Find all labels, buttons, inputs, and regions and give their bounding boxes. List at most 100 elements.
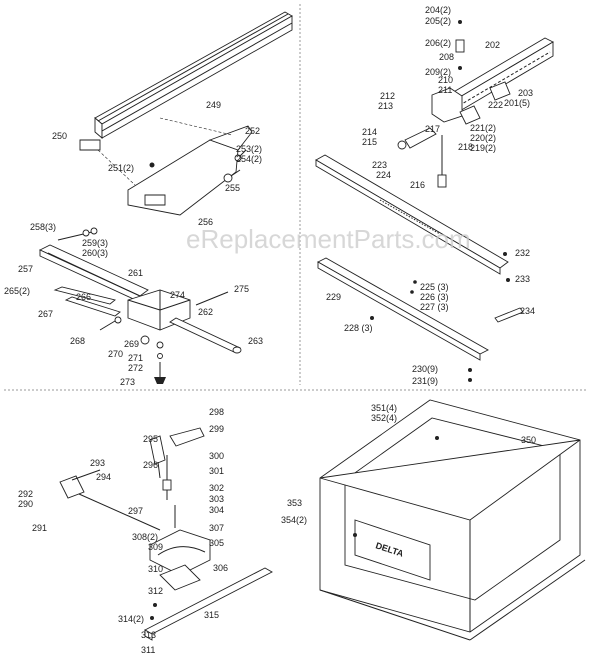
lock-knob-273: [154, 362, 166, 384]
callout-label: 270: [108, 349, 123, 359]
watermark: eReplacementParts.com: [186, 224, 471, 254]
callout-label: 304: [209, 505, 224, 515]
callout-label: 306: [213, 563, 228, 573]
callout-label: 221(2): [470, 123, 496, 133]
callout-label: 312: [148, 586, 163, 596]
bracket-210-213: [431, 81, 511, 125]
callout-label: 202: [485, 40, 500, 50]
callout-label: 352(4): [371, 413, 397, 423]
callout-label: 300: [209, 451, 224, 461]
callout-label: 296: [143, 460, 158, 470]
cabinet-350: [319, 399, 586, 641]
callout-label: 201(5): [504, 98, 530, 108]
callout-label: 203: [518, 88, 533, 98]
callout-label: 257: [18, 264, 33, 274]
callout-label: 213: [378, 101, 393, 111]
callout-label: 252: [245, 126, 260, 136]
callout-label: 206(2): [425, 38, 451, 48]
fence-knob-255: [223, 169, 241, 183]
callout-label: 260(3): [82, 248, 108, 258]
callout-label: 204(2): [425, 5, 451, 15]
callout-label: 211: [438, 85, 452, 95]
callout-label: 225 (3): [420, 282, 449, 292]
callout-label: 228 (3): [344, 323, 373, 333]
callout-label: 217: [425, 124, 440, 134]
callout-label: 299: [209, 424, 224, 434]
callout-label: 267: [38, 309, 53, 319]
callout-label: 224: [376, 170, 391, 180]
callout-label: 262: [198, 307, 213, 317]
pins-300-304: [162, 455, 176, 528]
callout-label: 261: [128, 268, 143, 278]
callout-label: 353: [287, 498, 302, 508]
callout-label: 350: [521, 435, 536, 445]
callout-label: 234: [520, 306, 535, 316]
callout-label: 263: [248, 336, 263, 346]
callout-label: 258(3): [30, 222, 56, 232]
callout-label: 259(3): [82, 238, 108, 248]
callout-label: 222: [488, 100, 503, 110]
callout-label: 297: [128, 506, 143, 516]
callout-label: 309: [148, 542, 163, 552]
callout-label: 269: [124, 339, 139, 349]
callout-label: 291: [32, 523, 47, 533]
rod-275: [195, 291, 229, 306]
callout-label: 226 (3): [420, 292, 449, 302]
callout-label: 223: [372, 160, 387, 170]
callout-label: 216: [410, 180, 425, 190]
callout-label: 230(9): [412, 364, 438, 374]
callout-labels: 249250251(2)252253(2)254(2)255256258(3)2…: [4, 5, 536, 655]
callout-label: 215: [362, 137, 377, 147]
lower-rail-229: [317, 257, 489, 361]
callout-label: 273: [120, 377, 135, 387]
callout-label: 313: [141, 630, 156, 640]
callout-label: 266: [76, 292, 91, 302]
callout-label: 290: [18, 499, 33, 509]
callout-label: 255: [225, 183, 240, 193]
washers-269-272: [140, 335, 164, 359]
front-rail-257-261: [38, 244, 149, 303]
callout-label: 218: [458, 142, 473, 152]
miter-body-305-309: [149, 529, 211, 576]
callout-label: 229: [326, 292, 341, 302]
callout-label: 301: [209, 466, 224, 476]
fence-base-plate-256: [97, 117, 253, 216]
callout-label: 315: [204, 610, 219, 620]
callout-label: 254(2): [236, 154, 262, 164]
callout-label: 308(2): [132, 532, 158, 542]
handle-295: [149, 435, 166, 479]
cabinet-screws-351-354: [353, 436, 439, 537]
callout-label: 298: [209, 407, 224, 417]
callout-label: 210: [438, 75, 453, 85]
callout-label: 251(2): [108, 163, 134, 173]
callout-label: 249: [206, 100, 221, 110]
callout-label: 310: [148, 564, 163, 574]
callout-label: 275: [234, 284, 249, 294]
callout-label: 205(2): [425, 16, 451, 26]
callout-label: 305: [209, 538, 224, 548]
miter-bar-291: [59, 469, 161, 531]
callout-label: 265(2): [4, 286, 30, 296]
callout-label: 232: [515, 248, 530, 258]
fence-rail-249: [79, 11, 293, 151]
screws-204-209: [455, 20, 465, 70]
callout-label: 250: [52, 131, 67, 141]
lever-214-217: [397, 127, 437, 150]
slide-bar-311-315: [144, 567, 273, 641]
callout-label: 272: [128, 363, 143, 373]
handle-268: [99, 316, 122, 331]
callout-label: 231(9): [412, 376, 438, 386]
rod-216: [437, 135, 447, 188]
callout-label: 212: [380, 91, 395, 101]
callout-label: 292: [18, 489, 33, 499]
callout-label: 293: [90, 458, 105, 468]
callout-label: 227 (3): [420, 302, 449, 312]
callout-label: 219(2): [470, 143, 496, 153]
callout-label: 351(4): [371, 403, 397, 413]
callout-label: 303: [209, 494, 224, 504]
callout-label: 208: [439, 52, 454, 62]
callout-label: 268: [70, 336, 85, 346]
callout-label: 256: [198, 217, 213, 227]
screws-312-314: [150, 603, 157, 620]
